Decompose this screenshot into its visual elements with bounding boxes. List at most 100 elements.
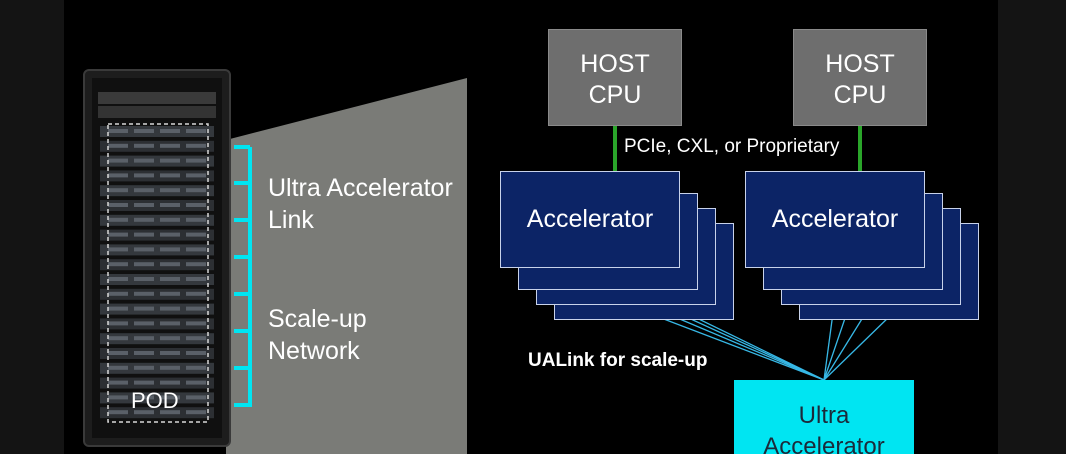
rack-drive	[186, 188, 206, 193]
rack-unit	[100, 288, 214, 300]
rack-drive	[108, 380, 128, 385]
rack-unit	[100, 333, 214, 345]
rack-drive	[134, 188, 154, 193]
rack-drive	[186, 365, 206, 370]
rack-drive	[160, 380, 180, 385]
ultra-accelerator-link-label: Ultra Accelerator Link	[268, 174, 453, 234]
rack-drive	[186, 291, 206, 296]
rack-drive	[108, 188, 128, 193]
rack-unit	[100, 392, 214, 404]
rack-drive	[108, 410, 128, 415]
rack-drive	[134, 203, 154, 207]
rack-drive	[186, 395, 206, 400]
rack-drive	[134, 306, 154, 311]
rack-drive	[186, 217, 206, 222]
rack-drive	[186, 380, 206, 385]
rack-unit	[100, 155, 214, 167]
rack-drive	[134, 351, 154, 355]
rack-drive	[134, 232, 154, 237]
rack-drive	[134, 336, 154, 341]
rack-drive	[160, 173, 180, 178]
ultra-accelerator-switch: Ultra Accelerator	[734, 380, 914, 454]
rack-unit	[100, 244, 214, 256]
rack-unit	[100, 348, 214, 359]
rack-drive	[108, 365, 128, 370]
rack-drive	[108, 203, 128, 207]
rack-drive	[134, 365, 154, 370]
rack-drive	[160, 143, 180, 148]
rack-unit	[100, 200, 214, 211]
rack-drive	[160, 217, 180, 222]
scale-up-bracket	[234, 145, 252, 407]
rack-drive	[108, 336, 128, 341]
rack-drive	[108, 217, 128, 222]
rack-drive	[108, 129, 128, 133]
rack-unit	[100, 259, 214, 271]
rack-drive	[108, 306, 128, 311]
host-cpu-1: HOST CPU	[548, 29, 682, 126]
rack-drive	[160, 351, 180, 355]
diagram-stage: POD Ultra Accelerator Link Scale-up Netw…	[64, 0, 998, 454]
ualink-label: UALink for scale-up	[528, 350, 708, 371]
rack-unit	[100, 185, 214, 197]
rack-unit	[100, 229, 214, 241]
rack-drive	[108, 262, 128, 267]
rack-drive	[186, 173, 206, 178]
rack-drive	[186, 321, 206, 326]
server-rack-icon	[83, 69, 231, 447]
rack-drive	[108, 277, 128, 281]
interconnect-label: PCIe, CXL, or Proprietary	[624, 136, 840, 157]
zoom-wedge	[226, 78, 467, 454]
rack-drive	[134, 129, 154, 133]
rack-drive	[160, 158, 180, 163]
rack-drive	[160, 291, 180, 296]
rack-drive	[134, 217, 154, 222]
rack-drive	[134, 395, 154, 400]
rack-drive	[108, 351, 128, 355]
rack-drive	[134, 380, 154, 385]
rack-drive	[134, 277, 154, 281]
scale-up-network-label: Scale-up Network	[268, 305, 367, 365]
rack-drive	[160, 336, 180, 341]
rack-drive	[134, 247, 154, 252]
rack-drive	[186, 158, 206, 163]
rack-units	[100, 126, 214, 419]
rack-unit	[100, 303, 214, 315]
rack-drive	[108, 173, 128, 178]
host-cpu-2: HOST CPU	[793, 29, 927, 126]
rack-drive	[108, 232, 128, 237]
rack-drive	[160, 232, 180, 237]
rack-drive	[134, 291, 154, 296]
rack-drive	[160, 306, 180, 311]
rack-drive	[108, 291, 128, 296]
rack-drive	[160, 262, 180, 267]
rack-drive	[108, 321, 128, 326]
rack-drive	[160, 203, 180, 207]
rack-drive	[186, 203, 206, 207]
rack-drive	[160, 247, 180, 252]
accelerator-1: Accelerator	[500, 171, 680, 268]
rack-drive	[160, 277, 180, 281]
rack-drive	[134, 143, 154, 148]
rack-drive	[186, 410, 206, 415]
rack-unit	[100, 407, 214, 419]
rack-drive	[160, 188, 180, 193]
rack-drive	[160, 129, 180, 133]
accelerator-2: Accelerator	[745, 171, 925, 268]
rack-drive	[186, 277, 206, 281]
rack-unit	[100, 126, 214, 137]
rack-unit	[100, 362, 214, 374]
rack-drive	[160, 321, 180, 326]
rack-unit	[100, 318, 214, 330]
rack-drive	[186, 143, 206, 148]
rack-drive	[108, 143, 128, 148]
right-margin	[998, 0, 1066, 454]
rack-drive	[134, 158, 154, 163]
rack-drive	[160, 365, 180, 370]
rack-drive	[134, 321, 154, 326]
rack-drive	[108, 247, 128, 252]
rack-drive	[134, 173, 154, 178]
left-margin	[0, 0, 64, 454]
diagram-graphics	[83, 69, 894, 454]
rack-drive	[186, 262, 206, 267]
